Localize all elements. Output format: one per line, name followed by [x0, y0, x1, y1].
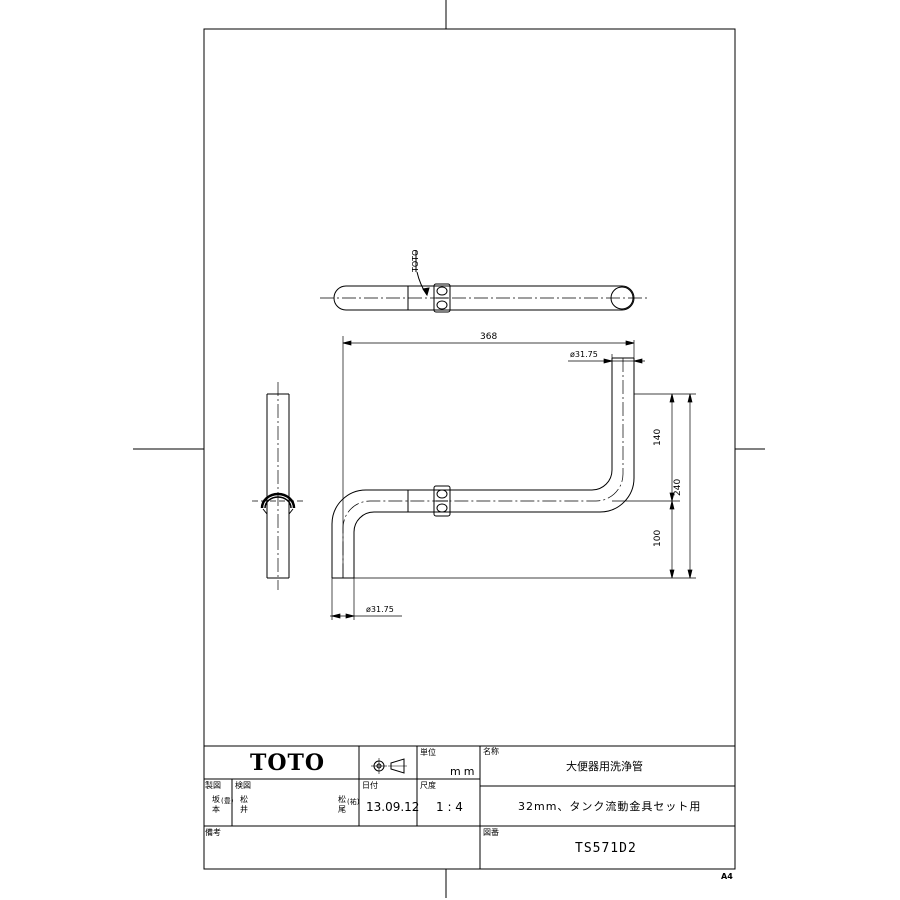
sheet-size: A4 [721, 872, 733, 881]
dim-pipe-diameter-bottom: ø31.75 [366, 605, 394, 614]
drawing-no-label: 図番 [483, 828, 499, 837]
logo-marking-callout: TOTO [411, 249, 420, 272]
top-view [320, 250, 650, 313]
front-view [331, 357, 635, 579]
title-block-grid [204, 745, 735, 869]
checked-name-1: 松井 [240, 795, 248, 814]
name-label: 名称 [483, 747, 499, 756]
dim-overall-width: 368 [480, 332, 498, 342]
made-name: 坂本 [212, 795, 220, 814]
scale-value: 1 : 4 [436, 800, 463, 814]
made-label: 製図 [205, 781, 221, 790]
made-name-mark: (豊) [221, 797, 234, 805]
side-view [252, 382, 304, 590]
dim-pipe-diameter-top: ø31.75 [570, 350, 598, 359]
drawing-frame [203, 28, 736, 870]
date-value: 13.09.12 [366, 800, 420, 814]
product-name: 大便器用洗浄管 [566, 760, 643, 773]
unit-label: 単位 [420, 748, 436, 757]
scale-label: 尺度 [420, 781, 436, 790]
dim-lower-rise: 100 [653, 529, 663, 547]
projection-symbol-icon [371, 758, 407, 774]
company-logo: TOTO [250, 750, 326, 776]
remarks-label: 備考 [205, 828, 221, 837]
dim-total-height: 240 [673, 478, 683, 496]
dim-upper-rise: 140 [653, 428, 663, 446]
checked-label: 検図 [235, 781, 251, 790]
unit-value: mm [450, 765, 478, 778]
dimensions [330, 336, 696, 620]
checked-name-2: 松尾 [338, 795, 346, 814]
drawing-no: TS571D2 [575, 841, 637, 856]
date-label: 日付 [362, 781, 378, 790]
product-subtitle: 32mm、タンク流動金具セット用 [518, 800, 702, 813]
checked-name-mark: (祐) [347, 798, 360, 806]
